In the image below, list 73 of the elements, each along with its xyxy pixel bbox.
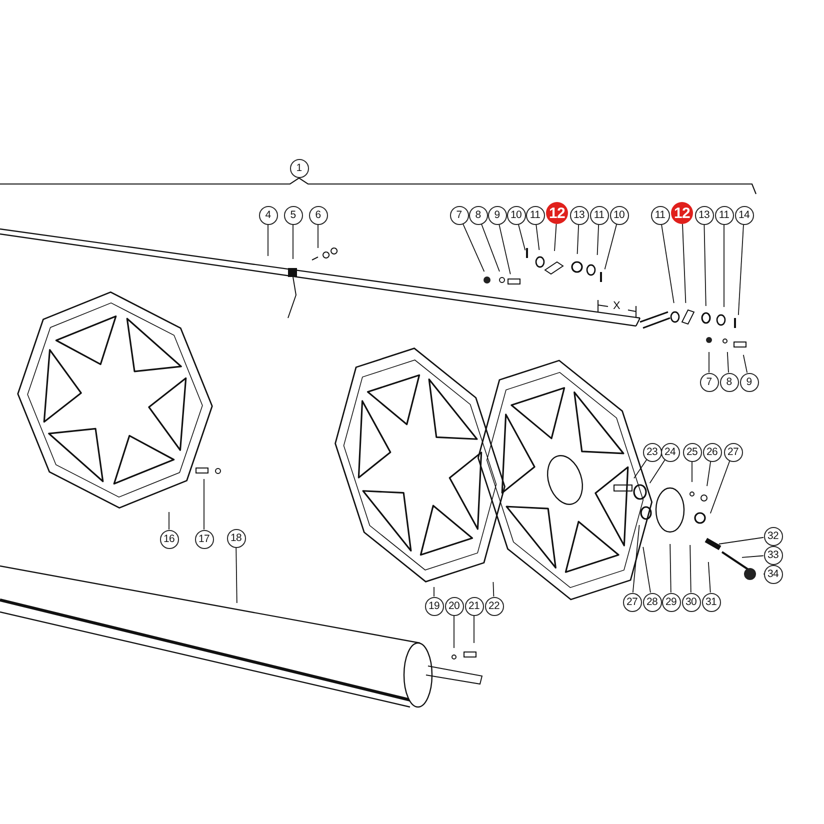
- leader-line: [682, 224, 686, 304]
- leader-line: [554, 224, 557, 252]
- leader-line: [480, 223, 500, 272]
- leader-line: [634, 459, 648, 479]
- leader-line: [706, 460, 712, 487]
- leader-line: [738, 224, 744, 316]
- leader-line: [536, 224, 540, 250]
- callout-number: 11: [590, 206, 608, 224]
- callout-number: 9: [740, 372, 758, 392]
- callout-number: 11: [650, 206, 670, 224]
- leader-line: [742, 354, 748, 374]
- callout-number: 11: [714, 206, 734, 224]
- leader-line: [726, 352, 729, 373]
- leader-line: [168, 512, 170, 530]
- leader-line: [710, 460, 730, 514]
- callout-number: 17: [194, 530, 214, 548]
- leader-line: [718, 536, 764, 544]
- callout-number: 7: [450, 206, 468, 224]
- callout-number: 9: [488, 206, 506, 224]
- callout-number: 27: [724, 442, 742, 462]
- leader-line: [642, 546, 651, 594]
- callout-number: 24: [660, 442, 680, 462]
- leader-line: [708, 352, 710, 373]
- callout-number: 5: [284, 206, 302, 224]
- callout-number: 28: [642, 592, 662, 612]
- leader-line: [462, 223, 485, 272]
- callout-number: 10: [610, 206, 628, 224]
- leader-line: [518, 224, 526, 251]
- leader-line: [236, 547, 238, 604]
- callout-number: 11: [526, 206, 544, 224]
- callout-number: 18: [226, 528, 246, 548]
- callout-number: 19: [424, 596, 444, 616]
- callout-number: 33: [764, 546, 782, 564]
- callout-number: 14: [734, 206, 754, 224]
- callout-number: 7: [700, 372, 718, 392]
- callout-number: 16: [160, 530, 178, 548]
- leader-line: [661, 224, 674, 304]
- callout-number: 30: [682, 592, 700, 612]
- callout-number: 26: [702, 442, 722, 462]
- callout-number: 21: [464, 596, 484, 616]
- leader-line: [498, 224, 511, 275]
- leader-line: [492, 582, 494, 597]
- callout-number: 13: [570, 206, 588, 224]
- leader-line: [742, 555, 764, 558]
- callout-number: 22: [484, 596, 504, 616]
- leader-line: [604, 224, 618, 270]
- leader-line: [670, 544, 672, 593]
- callout-number: 6: [308, 206, 328, 224]
- leader-line: [292, 224, 294, 260]
- callout-number: 8: [468, 206, 488, 224]
- callout-number: 12: [671, 202, 693, 224]
- dimension-label: X: [613, 301, 620, 312]
- leader-line: [649, 460, 666, 484]
- callout-number: 25: [682, 442, 702, 462]
- callout-number: 4: [258, 206, 278, 224]
- leader-line: [708, 562, 711, 593]
- leader-line: [596, 224, 600, 256]
- callout-number: 31: [702, 592, 720, 612]
- leader-line: [576, 224, 580, 254]
- callout-number: 23: [642, 442, 662, 462]
- leader-line: [690, 544, 692, 593]
- callout-number: 8: [720, 372, 738, 392]
- callout-number: 1: [290, 158, 308, 178]
- callout-number: 13: [694, 206, 714, 224]
- callout-number: 10: [506, 206, 526, 224]
- callout-number: 29: [662, 592, 680, 612]
- callout-number: 20: [444, 596, 464, 616]
- callout-number: 34: [764, 564, 782, 584]
- leader-line: [632, 524, 640, 593]
- callout-number: 12: [546, 202, 568, 224]
- leader-line: [704, 224, 706, 306]
- callout-number: 27: [622, 592, 642, 612]
- callout-number: 32: [764, 526, 782, 546]
